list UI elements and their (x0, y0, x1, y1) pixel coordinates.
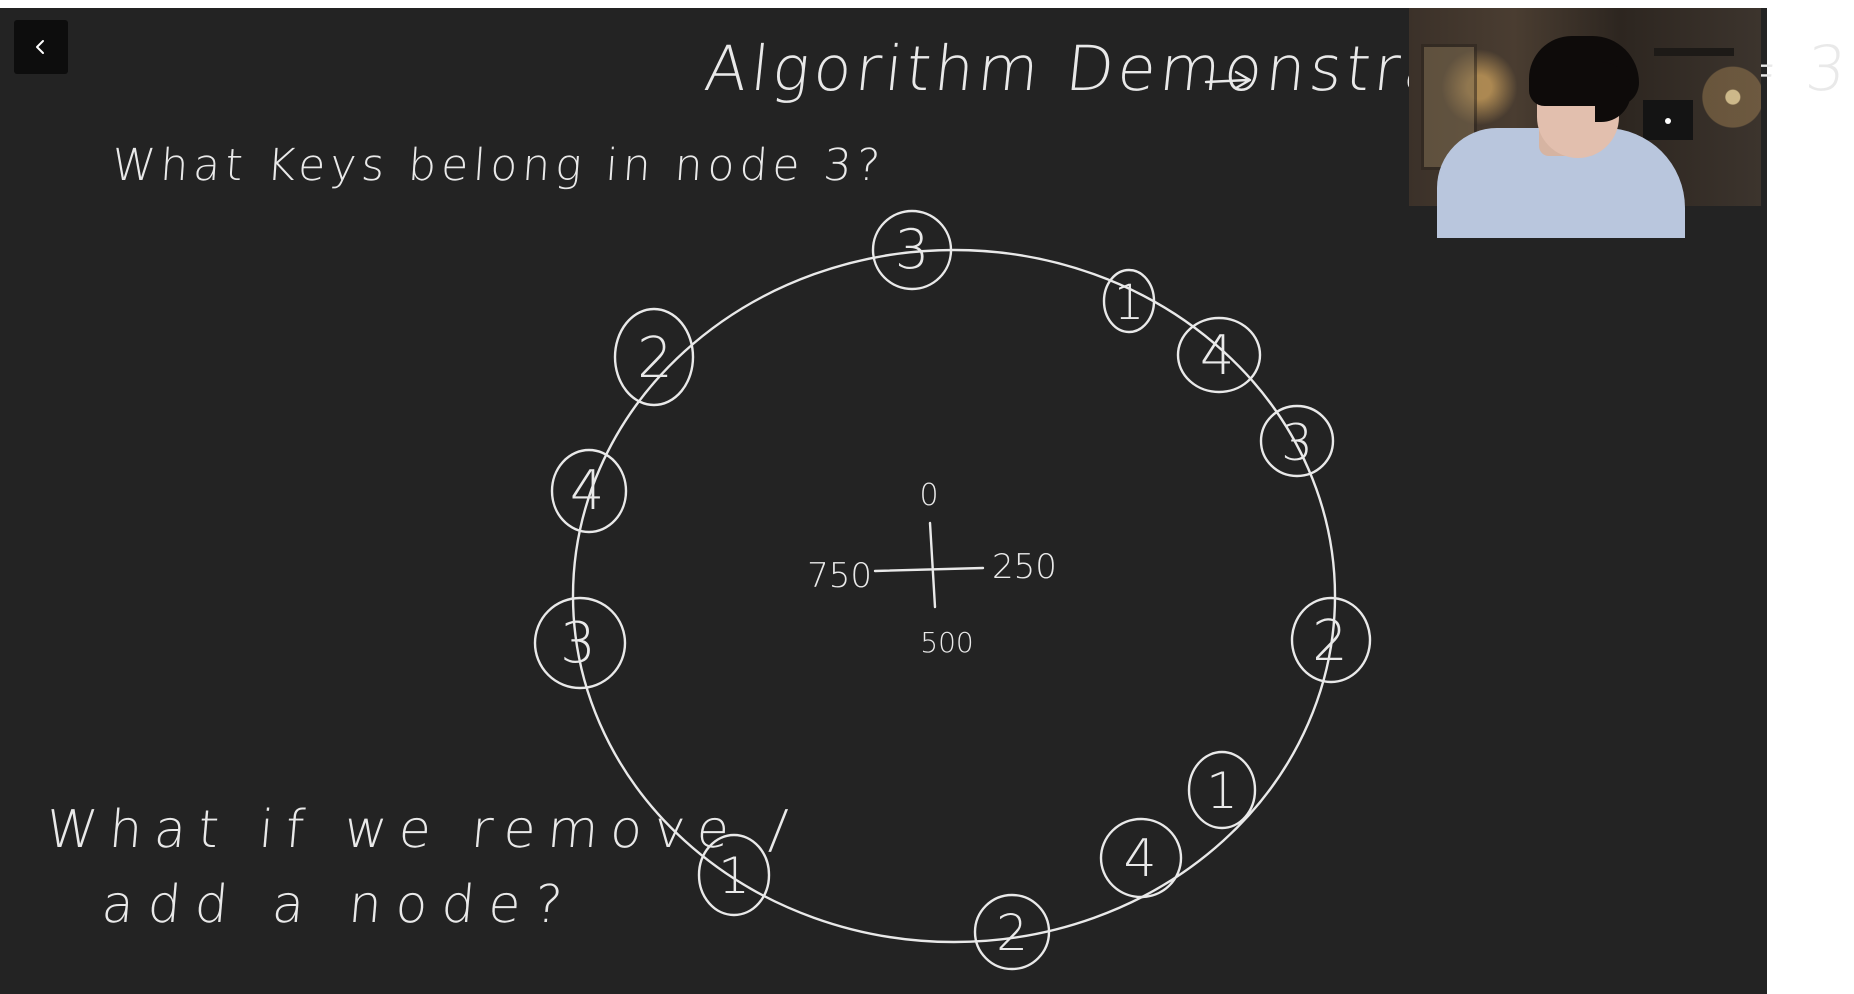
ring-node-3-left-circle[interactable] (533, 596, 627, 690)
ring-node-2-upper-left-circle[interactable] (613, 307, 695, 407)
ring-node-4-lower-right-label: 4 (1123, 829, 1156, 889)
ring-node-1-upper-right-label: 1 (1114, 275, 1145, 331)
axis-label-500: 500 (920, 626, 973, 659)
ring-node-1-lower-left-circle[interactable] (697, 833, 771, 917)
ring-node-4-upper-right-label: 4 (1200, 324, 1234, 387)
axis-cross (873, 521, 985, 609)
axis-label-250: 250 (992, 547, 1057, 587)
axis-label-0: 0 (919, 478, 938, 513)
webcam-light-dot (1665, 118, 1671, 124)
hash-ring (571, 248, 1337, 944)
title-arrow-icon (1204, 70, 1252, 90)
chevron-left-icon (36, 40, 44, 54)
ring-node-1-upper-right-circle[interactable] (1102, 268, 1156, 334)
ring-node-3-left-label: 3 (560, 611, 596, 676)
axis-label-750: 750 (807, 556, 872, 596)
ring-node-4-left-circle[interactable] (550, 448, 628, 534)
ring-node-2-bottom-circle[interactable] (973, 893, 1051, 971)
ring-node-3-top-label: 3 (895, 218, 929, 281)
webcam-shelf-shape (1654, 48, 1734, 56)
ring-node-4-lower-right-circle[interactable] (1099, 817, 1183, 899)
ring-node-2-upper-left-label: 2 (637, 326, 673, 391)
top-edge (0, 0, 1767, 8)
ring-node-4-left-label: 4 (570, 459, 604, 522)
hash-ring-diagram: 0 250 500 750 3 1 4 3 2 1 4 2 1 3 4 2 (533, 70, 1372, 971)
ring-node-2-right-circle[interactable] (1290, 596, 1372, 684)
ring-node-2-bottom-label: 2 (996, 904, 1028, 962)
ring-node-1-lower-left-label: 1 (718, 847, 750, 905)
webcam-video (1409, 8, 1761, 238)
ring-node-4-upper-right-circle[interactable] (1176, 316, 1262, 394)
ring-node-2-right-label: 2 (1312, 609, 1348, 674)
ring-node-3-right-circle[interactable] (1259, 404, 1335, 478)
ring-node-1-lower-right-label: 1 (1206, 762, 1238, 820)
back-button[interactable] (14, 20, 68, 74)
ring-node-1-lower-right-circle[interactable] (1187, 750, 1257, 830)
ring-node-3-top-circle[interactable] (871, 209, 953, 291)
ring-node-3-right-label: 3 (1281, 414, 1313, 472)
